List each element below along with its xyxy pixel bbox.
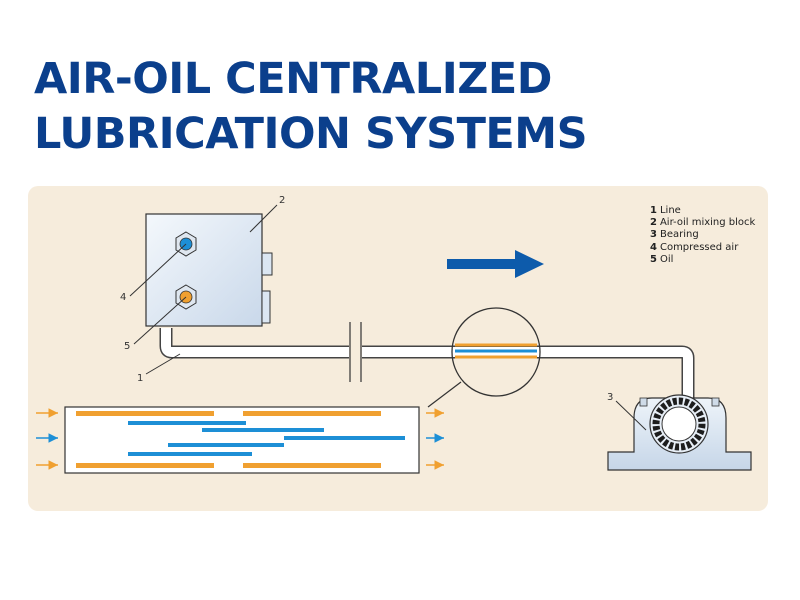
callout-2: 2 [279,195,285,206]
callout-5: 5 [124,341,130,352]
title-line-1: AIR-OIL CENTRALIZED [34,54,552,104]
callout-4: 4 [120,292,126,303]
callout-1: 1 [137,373,143,384]
bearing-housing [607,394,752,471]
line-detail-view [36,406,444,474]
magnifier-circle [427,307,541,408]
title-line-2: LUBRICATION SYSTEMS [34,109,588,159]
air-oil-mixing-block [145,213,273,327]
line-break-symbol [349,322,362,382]
line-pipe [159,328,695,398]
arrow-right-icon [447,250,544,278]
callout-leaders [129,204,647,431]
callout-3: 3 [607,392,613,403]
